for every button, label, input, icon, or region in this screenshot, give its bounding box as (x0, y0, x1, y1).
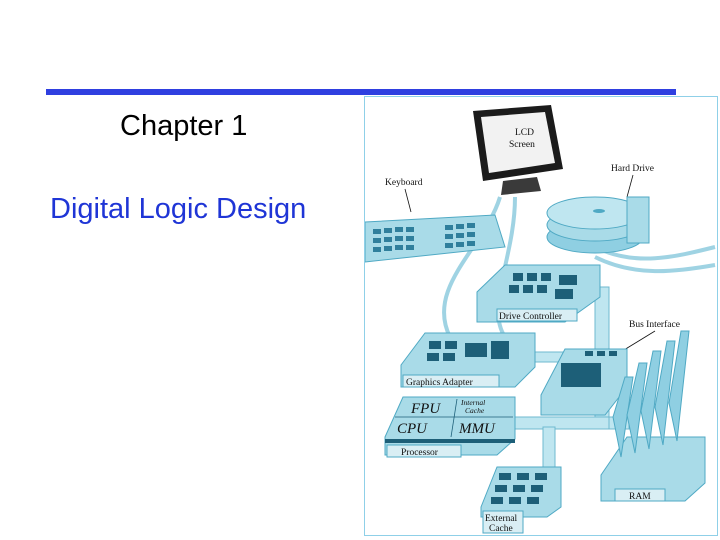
mmu-label: MMU (458, 421, 496, 437)
drive-controller: Drive Controller (476, 264, 601, 323)
internal-cache-label-1: Internal (460, 398, 485, 407)
computer-diagram-svg: LCD Screen Keyboard Hard Drive (365, 105, 716, 534)
lcd-monitor: LCD Screen (473, 105, 563, 195)
external-cache: External Cache (480, 466, 562, 534)
bus-interface-label: Bus Interface (629, 319, 680, 330)
cpu-label: CPU (397, 421, 428, 437)
computer-diagram: LCD Screen Keyboard Hard Drive (364, 96, 718, 536)
hard-drive: Hard Drive (546, 164, 654, 254)
hard-drive-label: Hard Drive (611, 164, 654, 174)
keyboard-label: Keyboard (385, 178, 423, 188)
ram-label: RAM (629, 492, 651, 502)
processor-label: Processor (401, 448, 439, 458)
slide-subtitle: Digital Logic Design (50, 193, 307, 225)
internal-cache-label-2: Cache (465, 406, 485, 415)
external-cache-label-1: External (485, 514, 518, 524)
graphics-adapter: Graphics Adapter (400, 332, 536, 388)
lcd-label-line1: LCD (515, 128, 534, 138)
processor: FPU Internal Cache CPU MMU Processor (384, 396, 516, 458)
bus-interface: Bus Interface (540, 319, 680, 416)
title-rule (46, 89, 676, 95)
chapter-heading: Chapter 1 (120, 110, 248, 142)
ram: RAM (600, 330, 706, 502)
drive-controller-label: Drive Controller (499, 312, 563, 322)
external-cache-label-2: Cache (489, 524, 513, 534)
fpu-label: FPU (410, 401, 441, 417)
lcd-label-line2: Screen (509, 140, 535, 150)
graphics-adapter-label: Graphics Adapter (406, 378, 474, 388)
keyboard: Keyboard (365, 178, 506, 263)
